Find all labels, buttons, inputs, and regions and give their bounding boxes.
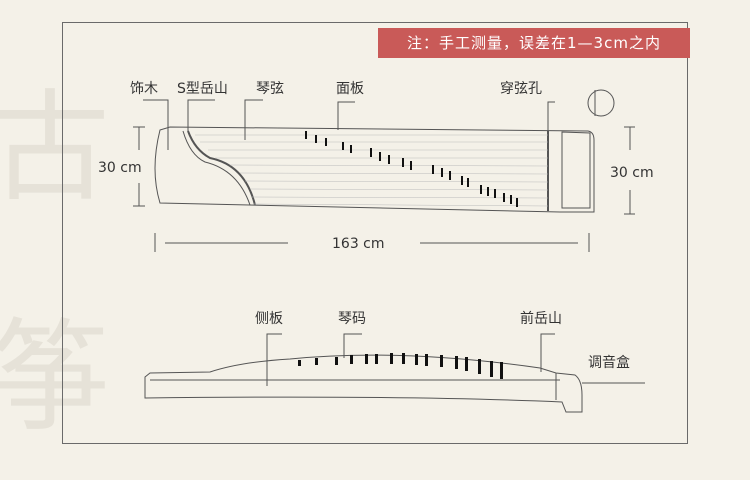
note-banner: 注：手工测量，误差在1—3cm之内 bbox=[378, 28, 690, 58]
watermark-char: 筝 bbox=[0, 309, 110, 448]
top-body-outline bbox=[154, 126, 595, 213]
tail-panel bbox=[561, 131, 591, 209]
s-bridge bbox=[187, 130, 256, 206]
label-soundboard: 面板 bbox=[336, 81, 364, 97]
string-hole-detail bbox=[587, 89, 615, 117]
bridges-top bbox=[305, 131, 518, 207]
label-s-bridge: S型岳山 bbox=[177, 81, 228, 97]
height-left: 30 cm bbox=[98, 160, 142, 176]
bridges-side bbox=[298, 353, 503, 379]
length-dimension: 163 cm bbox=[332, 236, 385, 252]
strings bbox=[195, 134, 549, 207]
label-tuning-box: 调音盒 bbox=[588, 355, 630, 371]
diagram-frame bbox=[62, 22, 688, 444]
height-right: 30 cm bbox=[610, 165, 654, 181]
label-decor-wood: 饰木 bbox=[130, 81, 158, 97]
side-body-outline bbox=[144, 354, 583, 413]
label-string-holes: 穿弦孔 bbox=[500, 81, 542, 97]
label-strings: 琴弦 bbox=[256, 81, 284, 97]
watermark-char: 古 bbox=[0, 79, 110, 218]
label-bridges: 琴码 bbox=[338, 311, 366, 327]
label-side-board: 侧板 bbox=[255, 311, 283, 327]
label-front-bridge: 前岳山 bbox=[520, 311, 562, 327]
